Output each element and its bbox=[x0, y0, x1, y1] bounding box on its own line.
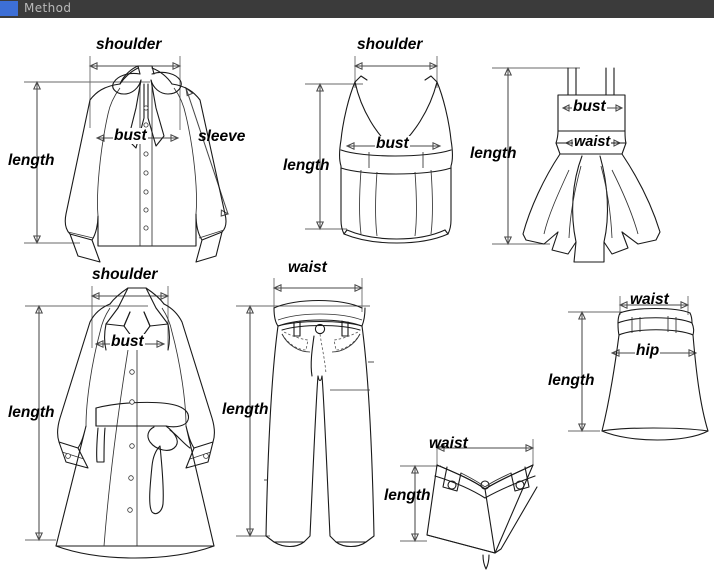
label-waist-dress: waist bbox=[573, 134, 612, 150]
dimension-length-coat bbox=[25, 304, 148, 542]
dimension-waist-shorts bbox=[435, 439, 535, 465]
garment-diagram-tank-top bbox=[305, 56, 454, 244]
label-hip-skirt: hip bbox=[635, 342, 661, 359]
label-waist-shorts: waist bbox=[429, 435, 468, 452]
label-waist-pants: waist bbox=[288, 259, 327, 276]
label-bust-blouse: bust bbox=[113, 127, 148, 144]
label-bust-dress: bust bbox=[572, 98, 607, 115]
dimension-length-pants bbox=[236, 304, 370, 538]
label-bust-coat: bust bbox=[110, 333, 145, 350]
dimension-shoulder-tank bbox=[353, 56, 439, 88]
label-length-coat: length bbox=[8, 404, 55, 421]
garment-diagrams-canvas: shoulder bust sleeve length bbox=[0, 18, 714, 570]
garment-diagram-blouse bbox=[24, 56, 230, 263]
label-length-dress: length bbox=[470, 145, 517, 162]
titlebar-color-swatch bbox=[0, 1, 18, 16]
titlebar-title: Method bbox=[24, 1, 72, 15]
label-length-skirt: length bbox=[548, 372, 595, 389]
dimension-length-skirt bbox=[568, 310, 622, 433]
label-waist-skirt: waist bbox=[630, 291, 669, 308]
label-length-shorts: length bbox=[384, 487, 431, 504]
label-shoulder-tank: shoulder bbox=[357, 36, 423, 53]
label-shoulder-coat: shoulder bbox=[92, 266, 158, 283]
dimension-shoulder-coat bbox=[90, 286, 170, 350]
garment-diagram-shorts bbox=[400, 439, 538, 570]
garment-diagram-pants bbox=[236, 278, 375, 548]
dimension-length-shorts bbox=[400, 464, 441, 543]
label-sleeve-blouse: sleeve bbox=[198, 128, 246, 145]
dimension-length-dress bbox=[492, 66, 580, 246]
dimension-length-tank bbox=[305, 82, 363, 231]
label-length-blouse: length bbox=[8, 152, 55, 169]
dimension-length-blouse bbox=[24, 80, 150, 245]
label-shoulder-blouse: shoulder bbox=[96, 36, 162, 53]
label-length-tank: length bbox=[283, 157, 330, 174]
label-bust-tank: bust bbox=[375, 135, 410, 152]
garment-diagram-trench-coat bbox=[25, 286, 215, 559]
dimension-waist-pants bbox=[272, 278, 364, 312]
label-length-pants: length bbox=[222, 401, 269, 418]
titlebar: Method bbox=[0, 0, 714, 18]
dimension-shoulder-blouse bbox=[88, 56, 182, 130]
